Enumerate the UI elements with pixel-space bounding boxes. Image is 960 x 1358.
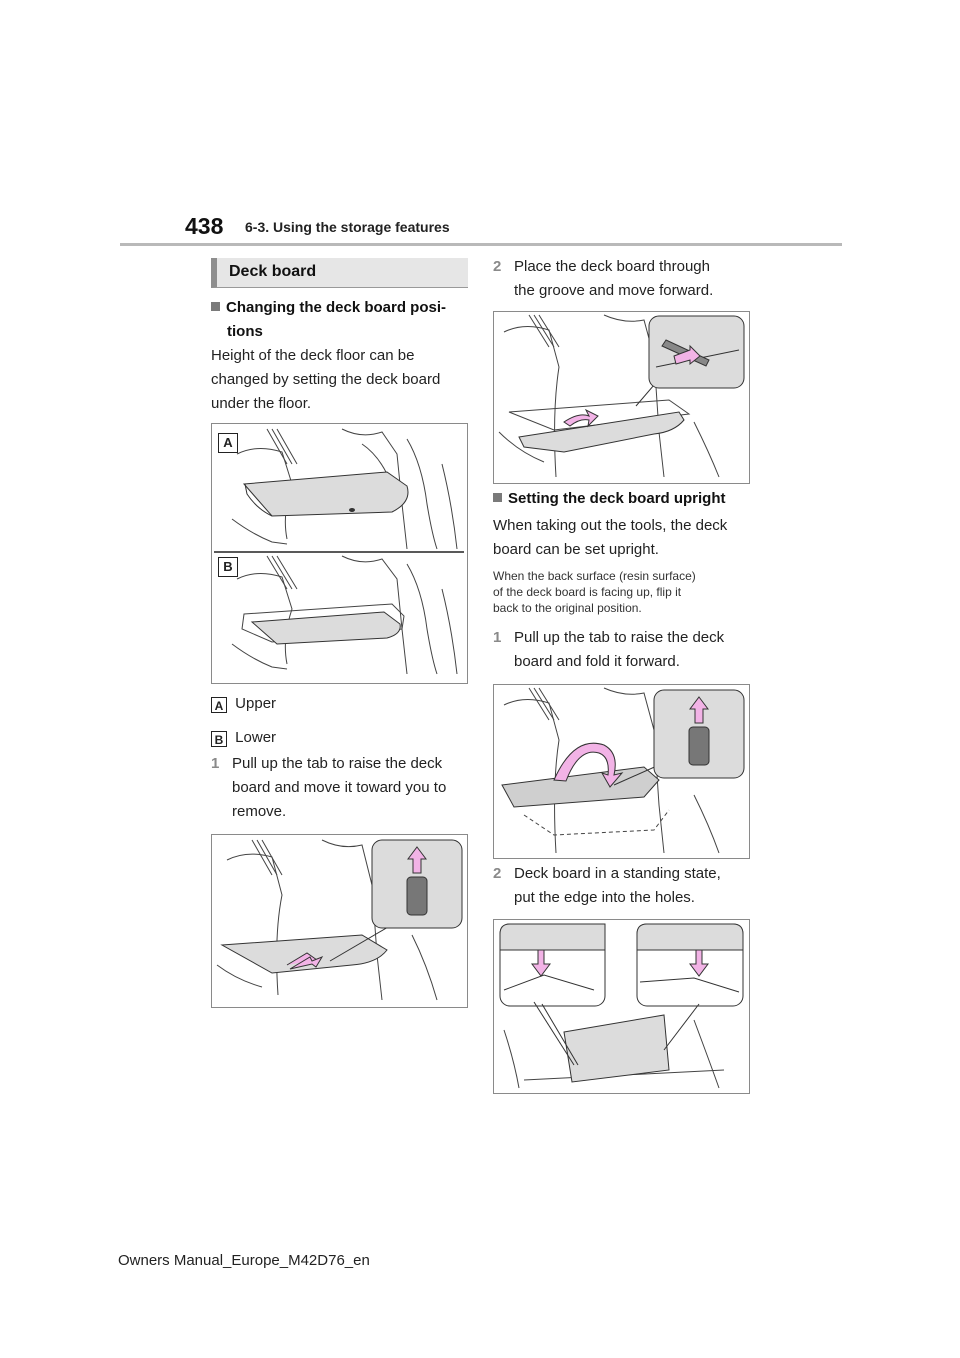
pull-tab-illustration <box>216 839 463 1001</box>
step-line: remove. <box>232 803 287 820</box>
step-line: Place the deck board through <box>514 258 710 275</box>
note-line: of the deck board is facing up, flip it <box>493 585 682 599</box>
step-line: board and move it toward you to <box>232 779 447 796</box>
step-line: board and fold it forward. <box>514 653 680 670</box>
intro-line: under the floor. <box>211 395 312 412</box>
trunk-illustration-upper-lower <box>214 428 464 675</box>
intro-line: Height of the deck floor can be <box>211 347 415 364</box>
section-heading: Deck board <box>229 263 317 280</box>
step-insert-edge: 2 Deck board in a standing state, put th… <box>493 862 763 910</box>
square-bullet-icon <box>493 493 502 502</box>
upright-intro: When taking out the tools, the deck boar… <box>493 514 763 562</box>
intro-paragraph: Height of the deck floor can be changed … <box>211 344 471 416</box>
section-title: 6-3. Using the storage features <box>245 219 450 235</box>
page-number: 438 <box>185 213 224 239</box>
note-line: back to the original position. <box>493 601 642 615</box>
note-back-surface: When the back surface (resin surface) of… <box>493 568 763 616</box>
fold-forward-illustration <box>501 687 745 854</box>
step-line: put the edge into the holes. <box>514 889 695 906</box>
place-board-illustration <box>498 314 745 478</box>
figure-standing-board <box>493 919 750 1094</box>
square-bullet-icon <box>211 302 220 311</box>
step-line: Pull up the tab to raise the deck <box>514 629 725 646</box>
standing-board-illustration <box>499 923 744 1089</box>
step-number: 1 <box>493 629 502 646</box>
intro-line: changed by setting the deck board <box>211 371 441 388</box>
step-fold-forward: 1 Pull up the tab to raise the deck boar… <box>493 626 763 674</box>
figure-place-board <box>493 311 750 484</box>
header-divider <box>120 243 842 246</box>
figure-deck-positions: A B <box>211 423 468 684</box>
step-number: 2 <box>493 258 502 275</box>
footer-manual-id: Owners Manual_Europe_M42D76_en <box>118 1252 370 1269</box>
note-line: When the back surface (resin surface) <box>493 569 696 583</box>
section-heading-bar: Deck board <box>211 258 468 288</box>
legend-label-lower: Lower <box>235 729 277 746</box>
step-line: Deck board in a standing state, <box>514 865 721 882</box>
figure-pull-tab <box>211 834 468 1008</box>
step-place-board: 2 Place the deck board through the groov… <box>493 255 753 303</box>
subheading-changing-positions: Changing the deck board posi- tions <box>211 296 471 344</box>
subheading-upright-text: Setting the deck board upright <box>508 490 726 507</box>
figure-fold-forward <box>493 684 750 859</box>
subheading-line1: Changing the deck board posi- <box>226 299 447 316</box>
step-number: 1 <box>211 755 220 772</box>
step-line: the groove and move forward. <box>514 282 714 299</box>
subheading-line2: tions <box>227 323 263 340</box>
intro-line: board can be set upright. <box>493 541 659 558</box>
step-line: Pull up the tab to raise the deck <box>232 755 443 772</box>
legend-tag-a: A <box>211 697 227 713</box>
legend-label-upper: Upper <box>235 695 277 712</box>
figure-tag-b: B <box>218 557 238 577</box>
legend-lower: B Lower <box>211 729 276 747</box>
subheading-upright: Setting the deck board upright <box>493 487 763 511</box>
step-remove-board: 1 Pull up the tab to raise the deck boar… <box>211 752 471 824</box>
legend-upper: A Upper <box>211 695 276 713</box>
intro-line: When taking out the tools, the deck <box>493 517 728 534</box>
figure-tag-a: A <box>218 433 238 453</box>
step-number: 2 <box>493 865 502 882</box>
legend-tag-b: B <box>211 731 227 747</box>
